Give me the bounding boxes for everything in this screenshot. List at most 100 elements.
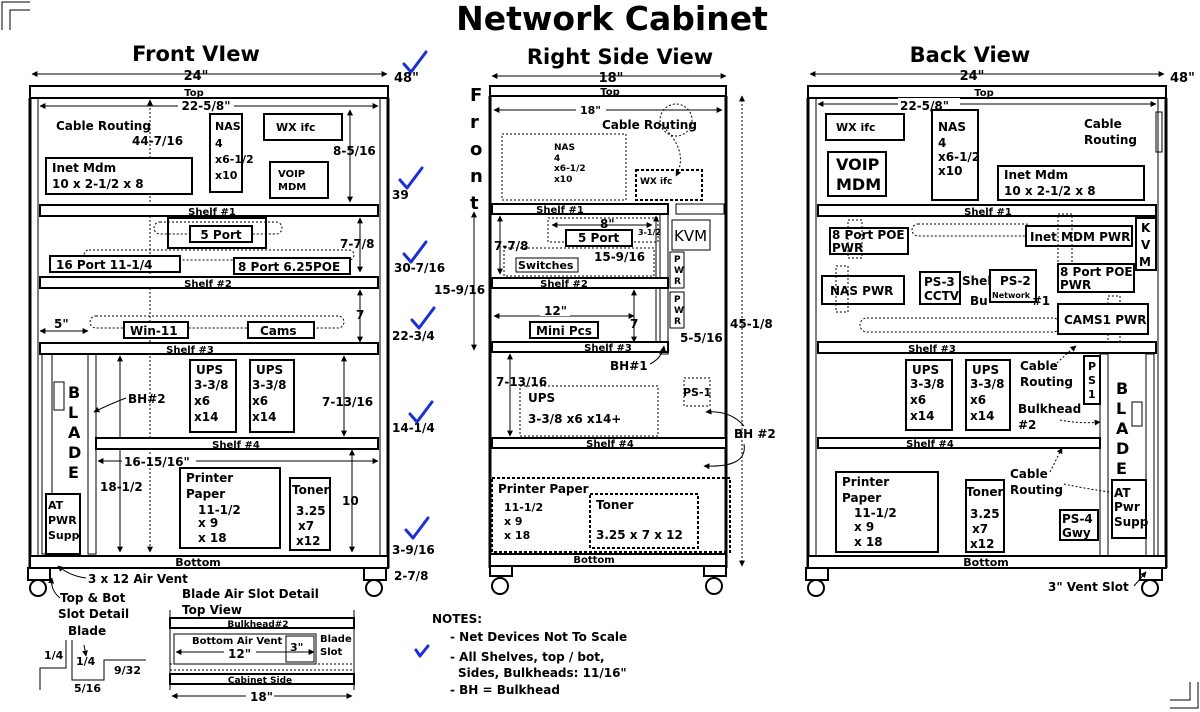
front-width-5: 5" [54, 317, 69, 331]
back-poe-pwr-box [829, 227, 909, 255]
front-shelf-1-label: Shelf #1 [188, 207, 236, 218]
side-dim-5: 5-5/16 [680, 331, 723, 345]
notes: NOTES: - Net Devices Not To Scale - All … [414, 612, 627, 697]
side-switches-label: Switches [518, 259, 574, 272]
back-inet-text: Inet Mdm 10 x 2-1/2 x 8 [1004, 168, 1096, 198]
check-icon [410, 306, 436, 330]
back-cable-routing-3: Cable Routing [1010, 467, 1063, 497]
check-icon [402, 50, 428, 74]
side-pwr-2: P W R [674, 295, 687, 327]
front-width-label: 24" [184, 69, 209, 84]
back-blade-text: B L A D E [1116, 379, 1135, 478]
back-ups-2-text: UPS 3-3/8 x6 x14 [970, 363, 1009, 423]
side-top-label: Top [600, 87, 620, 98]
front-dim-1: 8-5/16 [333, 144, 376, 158]
side-half-label: 3-1/2 [638, 228, 661, 237]
slot-width-12: 12" [228, 647, 251, 661]
back-top-label: Top [974, 88, 994, 99]
side-ups-text: UPS 3-3/8 x6 x14+ [528, 391, 621, 426]
back-ps3-box [919, 271, 961, 305]
back-shelf-2-label: Shel [962, 274, 991, 288]
back-view-heading: Back View [910, 43, 1031, 67]
check-icon [408, 400, 434, 424]
back-shelf-1 [817, 204, 1157, 217]
front-view: Front VIew 24" 48" Top 22-5/8" Cable Rou… [27, 42, 445, 597]
back-inet-box [997, 165, 1145, 201]
front-shelf-3 [39, 342, 379, 355]
front-top-label: Top [184, 88, 204, 99]
back-vent-slot: 3" Vent Slot [1048, 580, 1129, 594]
front-mark-14: 14-1/4 [392, 421, 435, 435]
back-poe-pwr-2-box [1057, 263, 1135, 293]
front-shelf-4 [95, 437, 379, 450]
back-shelf-3-label: Shelf #3 [908, 344, 956, 355]
side-nas-text: NAS 4 x6-1/2 x10 [554, 143, 589, 185]
side-dim-3: 15-9/16 [434, 283, 485, 297]
side-ps1-box [683, 377, 711, 407]
side-paper-text: 11-1/2 x 9 x 18 [504, 501, 547, 542]
detail-q3: 9/32 [114, 664, 141, 677]
front-dim-4: 7-13/16 [322, 395, 373, 409]
back-printer-text: Printer Paper 11-1/2 x 9 x 18 [842, 475, 901, 549]
front-voip-box [269, 161, 329, 199]
front-ups-1-text: UPS 3-3/8 x6 x14 [194, 363, 233, 424]
back-shelf-3 [817, 341, 1157, 354]
side-toner-box [589, 493, 699, 549]
front-win11-box [123, 321, 189, 339]
side-width-8: 8" [600, 217, 615, 231]
front-mark-2: 2-7/8 [394, 569, 428, 583]
back-cable-routing-2: Cable Routing [1020, 359, 1073, 389]
detail-q2: 1/4 [76, 655, 96, 668]
back-toner-text: Toner 3.25 x7 x12 [966, 485, 1008, 551]
side-5port-label: 5 Port [578, 231, 619, 245]
front-shelf-1 [39, 204, 379, 217]
back-at-pwr-supp [1111, 479, 1147, 539]
front-shelf-2 [39, 276, 379, 289]
front-top-panel [29, 85, 389, 99]
side-wx-label: WX ifc [640, 177, 672, 187]
back-top-panel [807, 85, 1167, 99]
caster-wheel-icon [807, 579, 825, 597]
check-icon [404, 516, 430, 540]
front-wx-box [263, 113, 343, 141]
back-ps4-box [1059, 509, 1099, 541]
front-8port-label: 8 Port 6.25POE [238, 260, 340, 274]
back-shelf-4-label: Shelf #4 [906, 439, 954, 450]
side-minipcs-box [529, 321, 599, 339]
back-ups-2 [965, 359, 1011, 431]
back-bottom-panel [807, 555, 1167, 569]
side-bh2-label: BH #2 [734, 427, 776, 441]
back-poe2-text: 8 Port POE PWR [1060, 265, 1137, 292]
slot-width-18: 18" [250, 690, 273, 704]
back-kvm-box [1135, 217, 1157, 271]
side-width-12: 12" [544, 304, 567, 318]
back-ups-1 [905, 359, 953, 431]
front-printer-paper [179, 467, 281, 549]
side-inner-width: 18" [580, 104, 601, 117]
back-ups-1-text: UPS 3-3/8 x6 x14 [910, 363, 949, 423]
side-dim-4: 7 [630, 317, 638, 331]
front-voip-text: VOIP MDM [278, 169, 309, 193]
front-blade-text: B L A D E [68, 383, 87, 482]
side-bottom-label: Bottom [573, 555, 614, 566]
page-title: Network Cabinet [456, 0, 768, 38]
check-icon [398, 166, 424, 190]
side-5port-box [565, 229, 633, 247]
back-shelf-1-label: Shelf #1 [964, 207, 1012, 218]
notes-heading: NOTES: [432, 612, 482, 626]
side-printer-label: Printer Paper [498, 482, 589, 496]
back-cable-routing: Cable Routing [1084, 117, 1137, 147]
side-view: Right Side View 18" F r o n t Top 18" NA… [434, 45, 776, 595]
front-ups-1 [189, 359, 237, 433]
back-bulkhead-2: Bulkhead #2 [1018, 402, 1085, 432]
back-cams-pwr-box [1057, 303, 1149, 335]
back-view: Back View 24" 48" Top 22-5/8" WX ifc NAS… [805, 43, 1195, 597]
front-shelf-4-label: Shelf #4 [212, 440, 260, 451]
front-air-vent: 3 x 12 Air Vent [88, 572, 188, 586]
front-bottom-panel [29, 555, 389, 569]
note-1: - Net Devices Not To Scale [450, 630, 627, 644]
side-view-heading: Right Side View [527, 45, 713, 69]
slot-bulkhead-label: Bulkhead#2 [227, 620, 288, 630]
front-5port-box [189, 225, 253, 243]
